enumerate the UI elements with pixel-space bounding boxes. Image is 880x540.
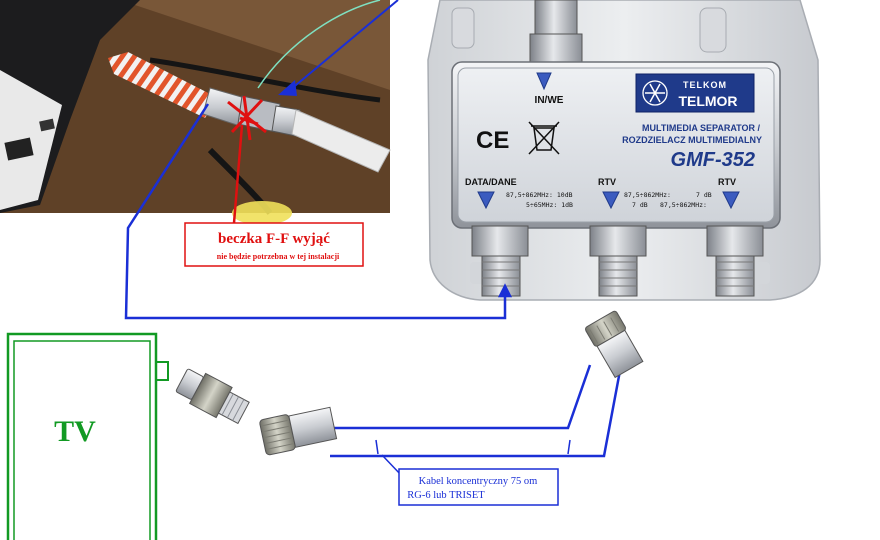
cable-note-line1: Kabel koncentryczny 75 om (419, 476, 538, 487)
cable-note-line2: RG-6 lub TRISET (407, 490, 485, 501)
annotation-arrow (232, 124, 244, 224)
output-rtv1-label: RTV (598, 177, 616, 187)
model-number: GMF-352 (671, 149, 755, 171)
output-connector-rtv2 (706, 225, 764, 297)
white-coax-cable (291, 109, 391, 173)
brand-main-text: TELMOR (678, 93, 737, 109)
f-connector (202, 87, 246, 127)
brand-top-text: TELKOM (683, 80, 727, 90)
ce-mark: CE (476, 127, 509, 154)
cable-note-box: Kabel koncentryczny 75 om RG-6 lub TRISE… (398, 468, 559, 506)
input-arrow-icon (536, 72, 552, 91)
input-f-connector (529, 0, 583, 65)
tv-outer-frame (6, 332, 158, 540)
snowflake-logo-icon (642, 80, 668, 106)
cable-line-upper (330, 364, 592, 430)
braided-coax-cable (108, 52, 218, 118)
splitter-device: IN/WE TELKOM TELMOR CE MULTIMEDIA SEPARA… (427, 0, 821, 301)
wiring-lines (124, 103, 624, 477)
remove-barrel-x-mark (227, 95, 267, 141)
output-rtv2-arrow-icon (722, 191, 740, 210)
output-rtv2-spec1: 7 dB (696, 191, 712, 199)
output-rtv1-spec2: 7 dB (632, 201, 648, 209)
output-rtv2-label: RTV (718, 177, 736, 187)
weee-bin-icon (528, 121, 560, 155)
splitter-desc-line2: ROZDZIELACZ MULTIMEDIALNY (622, 135, 762, 145)
tv-antenna-socket (155, 361, 169, 381)
output-rtv1-arrow-icon (602, 191, 620, 210)
splitter-desc-line1: MULTIMEDIA SEPARATOR / (642, 123, 760, 133)
f-plug-splitter-side (585, 310, 644, 379)
barrel-note-title: beczka F-F wyjąć (218, 231, 330, 247)
output-rtv1-spec1: 87,5÷862MHz: (624, 191, 671, 199)
ethernet-port-icon (4, 137, 34, 161)
input-label: IN/WE (535, 95, 564, 106)
tv-label: TV (54, 415, 96, 448)
output-connector-rtv1 (589, 225, 647, 297)
output-rtv2-spec2: 87,5÷862MHz: (660, 201, 707, 209)
wire-router-to-data-port (124, 103, 507, 320)
output-data-label: DATA/DANE (465, 177, 517, 187)
photo-inset (0, 0, 399, 225)
f-plug-tv-side (259, 406, 338, 456)
output-data-spec1: 87,5÷862MHz: 10dB (506, 191, 573, 199)
tv-inner-frame (13, 340, 151, 540)
iec-antenna-plug (175, 368, 250, 425)
telmor-logo: TELKOM TELMOR (635, 73, 755, 113)
cable-line-lower (330, 359, 624, 458)
barrel-note-subtitle: nie będzie potrzebna w tej instalacji (217, 252, 340, 261)
output-data-spec2: 5÷65MHz: 1dB (526, 201, 573, 209)
tv-set (6, 332, 169, 540)
output-connector-data (471, 225, 529, 297)
output-data-arrow-icon (477, 191, 495, 210)
barrel-note-box: beczka F-F wyjąć nie będzie potrzebna w … (184, 222, 364, 267)
